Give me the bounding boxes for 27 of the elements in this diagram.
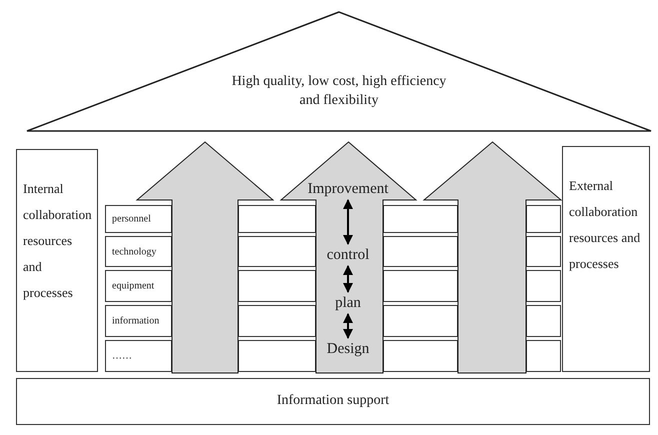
row-box: [105, 340, 172, 372]
row-label: personnel: [112, 214, 151, 224]
stage-label: plan: [335, 294, 361, 312]
double-arrow: [343, 265, 353, 293]
row-label: equipment: [112, 280, 154, 292]
footer-box: [16, 378, 650, 425]
side-text: Internal collaboration resources and processes: [23, 180, 93, 302]
row-box: [105, 270, 172, 302]
row-label: ……: [112, 350, 132, 362]
stage-label: control: [326, 246, 370, 264]
row-label: information: [112, 316, 160, 326]
upward-pillar: [424, 142, 561, 373]
side-box: [562, 146, 650, 372]
stage-label: Improvement: [308, 180, 388, 198]
row-label: technology: [112, 246, 156, 257]
roof-triangle: [27, 12, 651, 131]
side-text: External collaboration resources and processes: [569, 177, 642, 273]
side-box: [16, 149, 98, 372]
upward-pillar: [281, 142, 416, 373]
row-box: [105, 305, 172, 337]
double-arrow: [343, 199, 353, 245]
stage-label: Design: [326, 340, 370, 358]
double-arrow: [343, 313, 353, 339]
footer-text: Information support: [276, 393, 390, 409]
row-box: [105, 205, 172, 233]
goal-text: High quality, low cost, high efficiency and flexibility: [230, 73, 448, 110]
row-box: [105, 236, 172, 267]
